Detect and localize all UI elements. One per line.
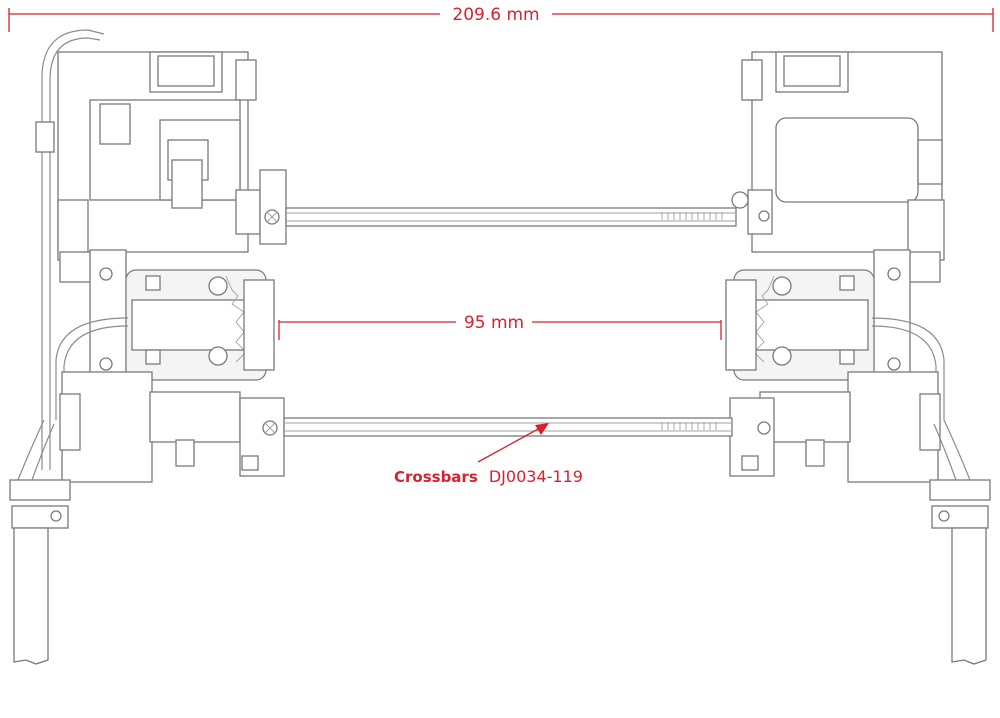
callout-arrowhead — [535, 423, 549, 435]
callout-text: Crossbars DJ0034-119 — [394, 467, 583, 486]
callout-part-name: Crossbars — [394, 468, 478, 486]
inner-width-dimension: 95 mm — [278, 313, 722, 340]
overall-width-dimension: 209.6 mm — [8, 5, 994, 32]
callout-leader-line — [477, 427, 541, 463]
upper-crossbar — [285, 207, 737, 227]
callout-part-number: DJ0034-119 — [489, 467, 583, 486]
right-mount-assembly — [725, 51, 991, 665]
overall-width-label: 209.6 mm — [452, 5, 539, 25]
upper-crossbar-scale — [661, 212, 723, 220]
lower-crossbar-scale — [661, 422, 717, 430]
crossbars-callout: Crossbars DJ0034-119 — [394, 423, 583, 486]
left-mount-assembly — [9, 29, 287, 665]
inner-width-label: 95 mm — [464, 313, 524, 333]
lower-crossbar — [283, 417, 733, 437]
